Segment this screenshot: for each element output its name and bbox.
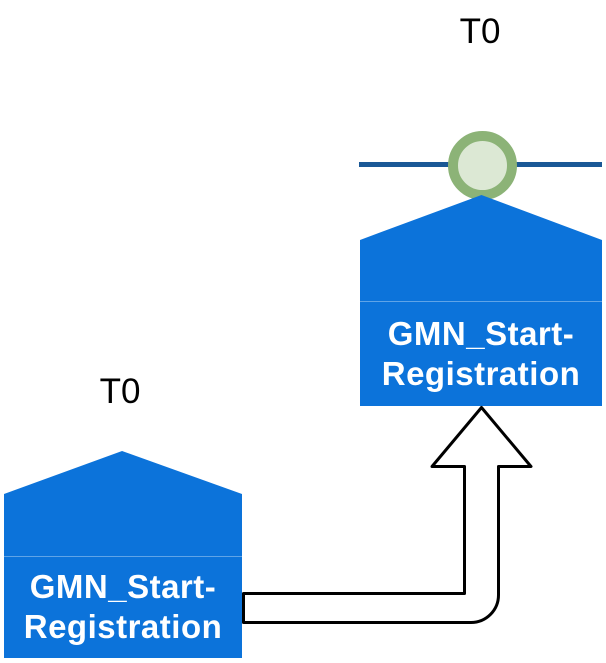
shape-divider bbox=[360, 301, 602, 302]
shape-title-line2: Registration bbox=[23, 608, 223, 645]
event-shape-source: GMN_Start- Registration bbox=[4, 451, 242, 658]
shape-title: GMN_Start- Registration bbox=[4, 556, 242, 658]
shape-divider bbox=[4, 556, 242, 557]
shape-title-line1: GMN_Start- bbox=[387, 314, 575, 352]
timeline-label-target: T0 bbox=[459, 12, 501, 51]
bent-up-arrow-path bbox=[242, 406, 533, 624]
shape-title-line2: Registration bbox=[381, 354, 581, 392]
event-shape-target: GMN_Start- Registration bbox=[360, 195, 602, 406]
milestone-circle-icon bbox=[448, 131, 517, 200]
shape-title-line1: GMN_Start- bbox=[29, 568, 217, 605]
shape-title: GMN_Start- Registration bbox=[360, 301, 602, 406]
timeline-label-source: T0 bbox=[99, 372, 141, 411]
